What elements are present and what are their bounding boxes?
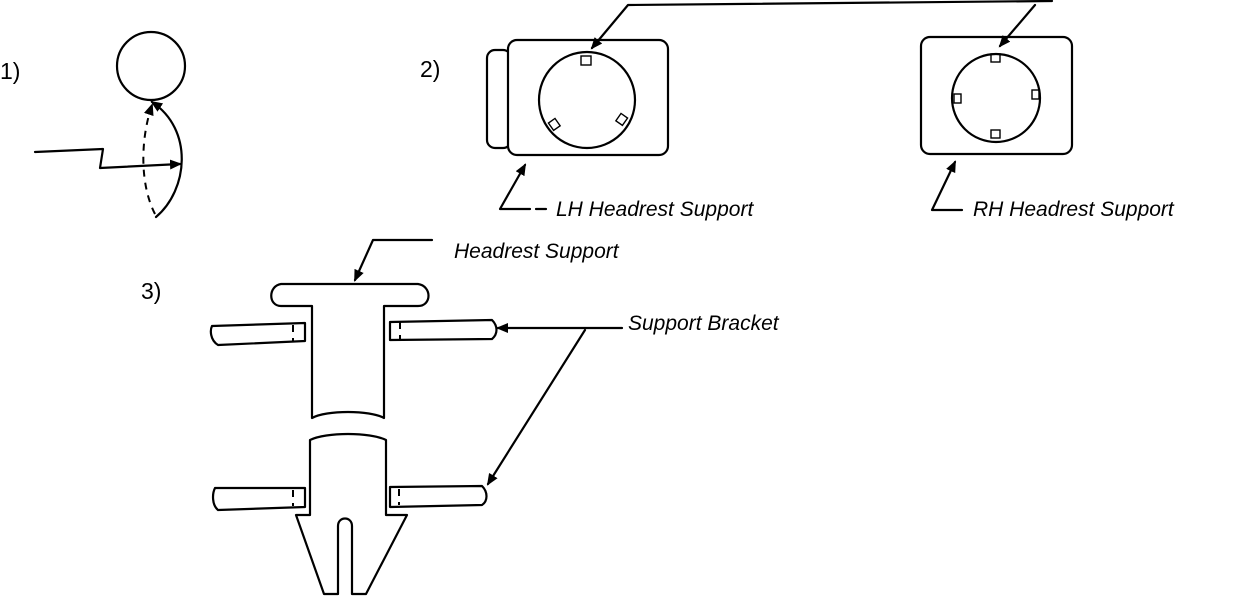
rh-notch-right [1031, 89, 1040, 100]
lh-notch-top [580, 55, 592, 66]
leader-zigzag-arrow [33, 147, 182, 170]
support-cap-upper [270, 282, 430, 420]
rotation-arc-dashed [142, 103, 156, 215]
rh-notch-bottom [990, 129, 1001, 139]
rh-headrest-support-label: RH Headrest Support [973, 198, 1174, 221]
support-bracket-label: Support Bracket [628, 312, 779, 335]
rh-notch-top [990, 53, 1001, 63]
step1-rotation-figure [33, 30, 187, 219]
rh-support-top-view [919, 35, 1074, 156]
lh-bore [537, 50, 637, 150]
step-2-label: 2) [420, 56, 441, 82]
rotation-arc-solid [150, 100, 183, 219]
lh-headrest-support-label: LH Headrest Support [556, 198, 754, 221]
bracket-upper-right [388, 318, 498, 342]
bracket-callout-leader-lower [486, 328, 587, 486]
step-1-label: 1) [0, 58, 21, 84]
lh-callout-leader [498, 163, 532, 211]
lh-notch-right [614, 112, 629, 127]
top-leader-lines [590, 0, 1054, 50]
rh-support-body [919, 35, 1074, 156]
step-3-label: 3) [141, 278, 162, 304]
lh-notch-left [547, 117, 562, 132]
support-callout-leader [353, 238, 434, 282]
bracket-upper-left [209, 321, 307, 347]
bracket-lower-right [388, 484, 488, 509]
rh-notch-left [953, 93, 962, 104]
lh-support-top-view [485, 38, 670, 157]
headrest-support-cross-section [209, 282, 498, 596]
lh-support-body [506, 38, 670, 157]
knob-circle [115, 30, 187, 102]
support-stem-lower [294, 432, 409, 596]
rh-callout-leader [930, 160, 964, 212]
bracket-lower-left [211, 486, 307, 512]
headrest-support-label: Headrest Support [454, 240, 619, 263]
